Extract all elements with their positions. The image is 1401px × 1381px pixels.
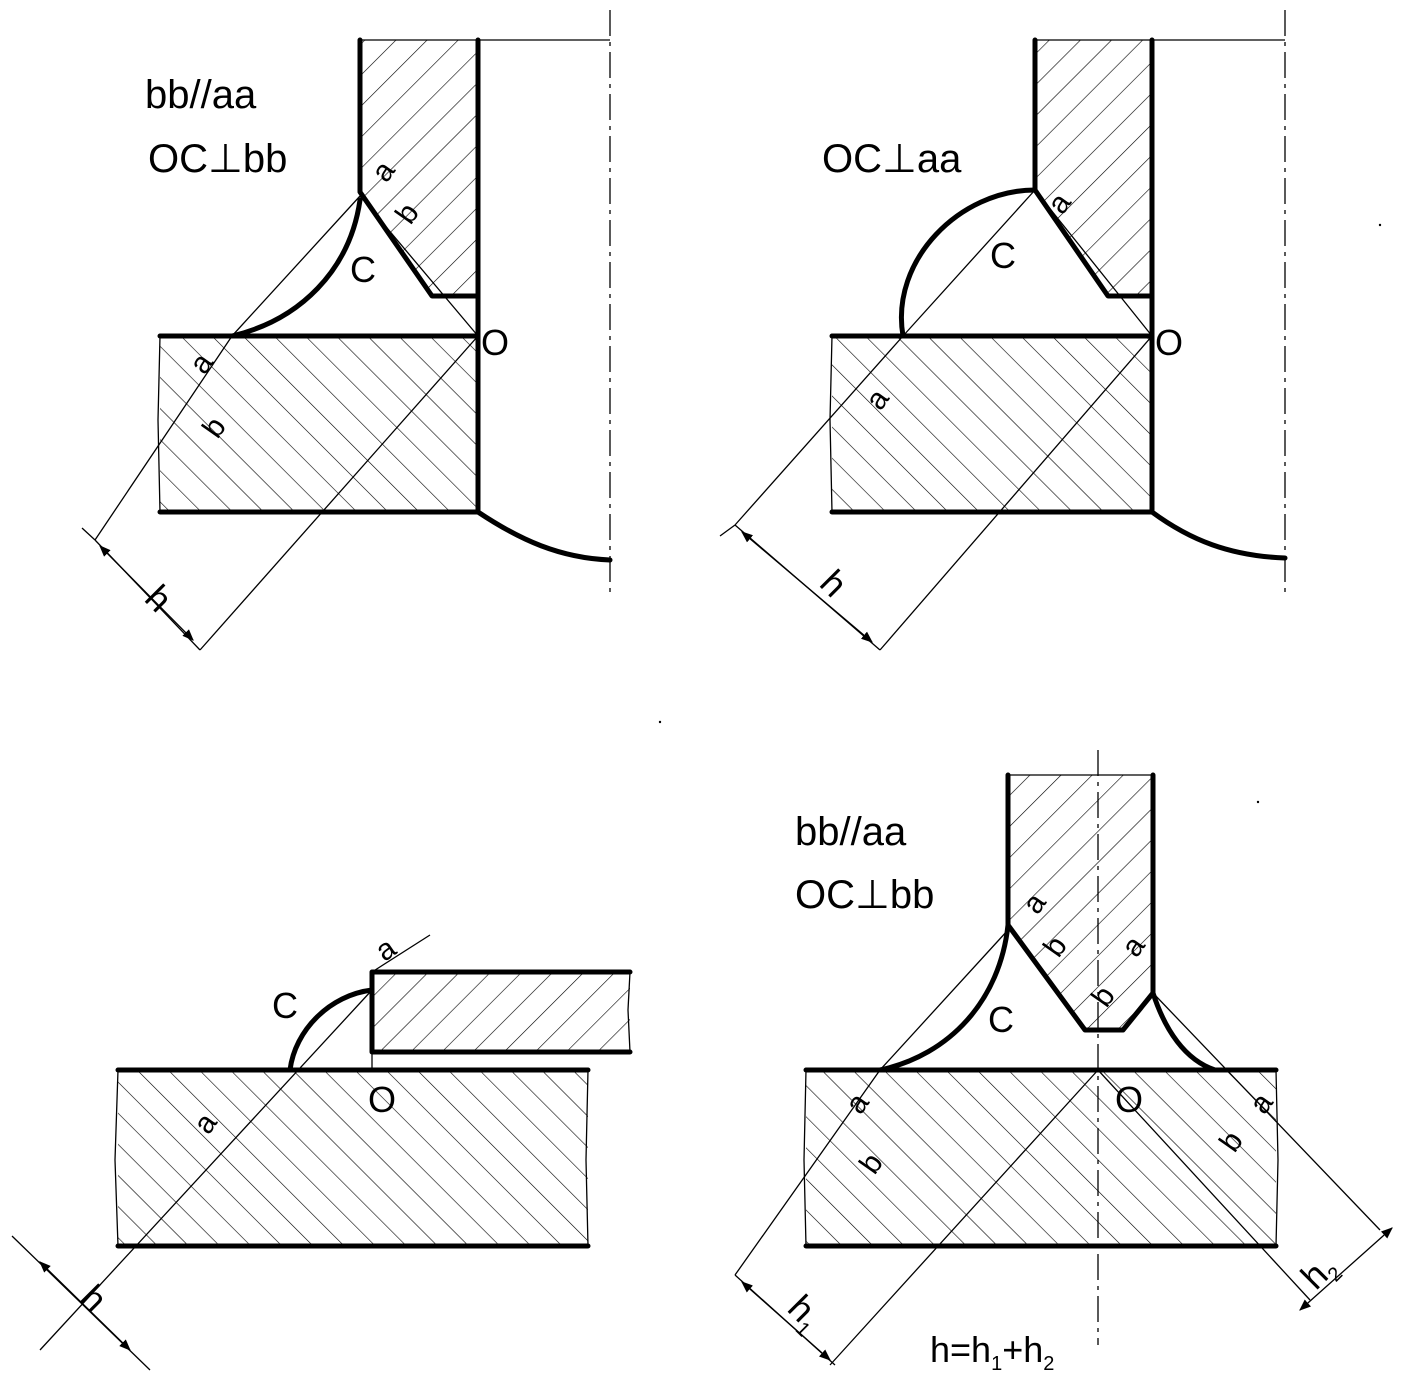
vertical-plate [1008, 775, 1153, 1030]
label-O: O [1115, 1079, 1143, 1120]
label-C: C [990, 235, 1016, 276]
vertical-plate [1035, 40, 1152, 296]
weld-profile [287, 987, 375, 1073]
label-C: C [272, 985, 298, 1026]
panel-top-right: h OC⊥aa a C O a [719, 10, 1288, 651]
condition-1: bb//aa [145, 73, 257, 117]
dot [658, 720, 662, 724]
dot [1256, 800, 1260, 804]
formula: h=h1+h2 [930, 1329, 1054, 1375]
label-C: C [350, 249, 376, 290]
panel-top-left: h bb//aa OC⊥bb a b C O a b [81, 10, 613, 651]
top-lap-plate [372, 972, 630, 1052]
label-h: h [72, 1277, 115, 1320]
weld-profile-left [877, 922, 1011, 1073]
base-plate [806, 1070, 1276, 1246]
base-plate [118, 1070, 588, 1246]
label-h2: h2 [1293, 1246, 1348, 1301]
dot [1378, 223, 1382, 227]
base-plate [832, 336, 1152, 512]
weld-profile [229, 197, 363, 339]
condition-1: bb//aa [795, 810, 907, 854]
condition-1: OC⊥aa [822, 137, 962, 181]
label-O: O [368, 1079, 396, 1120]
label-O: O [481, 322, 509, 363]
panel-bottom-left: h a C O a [11, 931, 633, 1371]
condition-2: OC⊥bb [148, 137, 287, 181]
label-h: h [812, 562, 855, 605]
weld-profile [899, 187, 1038, 339]
label-C: C [988, 999, 1014, 1040]
label-O: O [1155, 322, 1183, 363]
panel-bottom-right: bb//aa OC⊥bb a b a b C O a b a b h1 h2 h… [734, 750, 1393, 1375]
weld-profile-right [1150, 990, 1218, 1073]
label-h1: h1 [777, 1287, 832, 1342]
condition-2: OC⊥bb [795, 873, 934, 917]
label-a-upper: a [369, 931, 402, 968]
label-h: h [137, 577, 180, 620]
